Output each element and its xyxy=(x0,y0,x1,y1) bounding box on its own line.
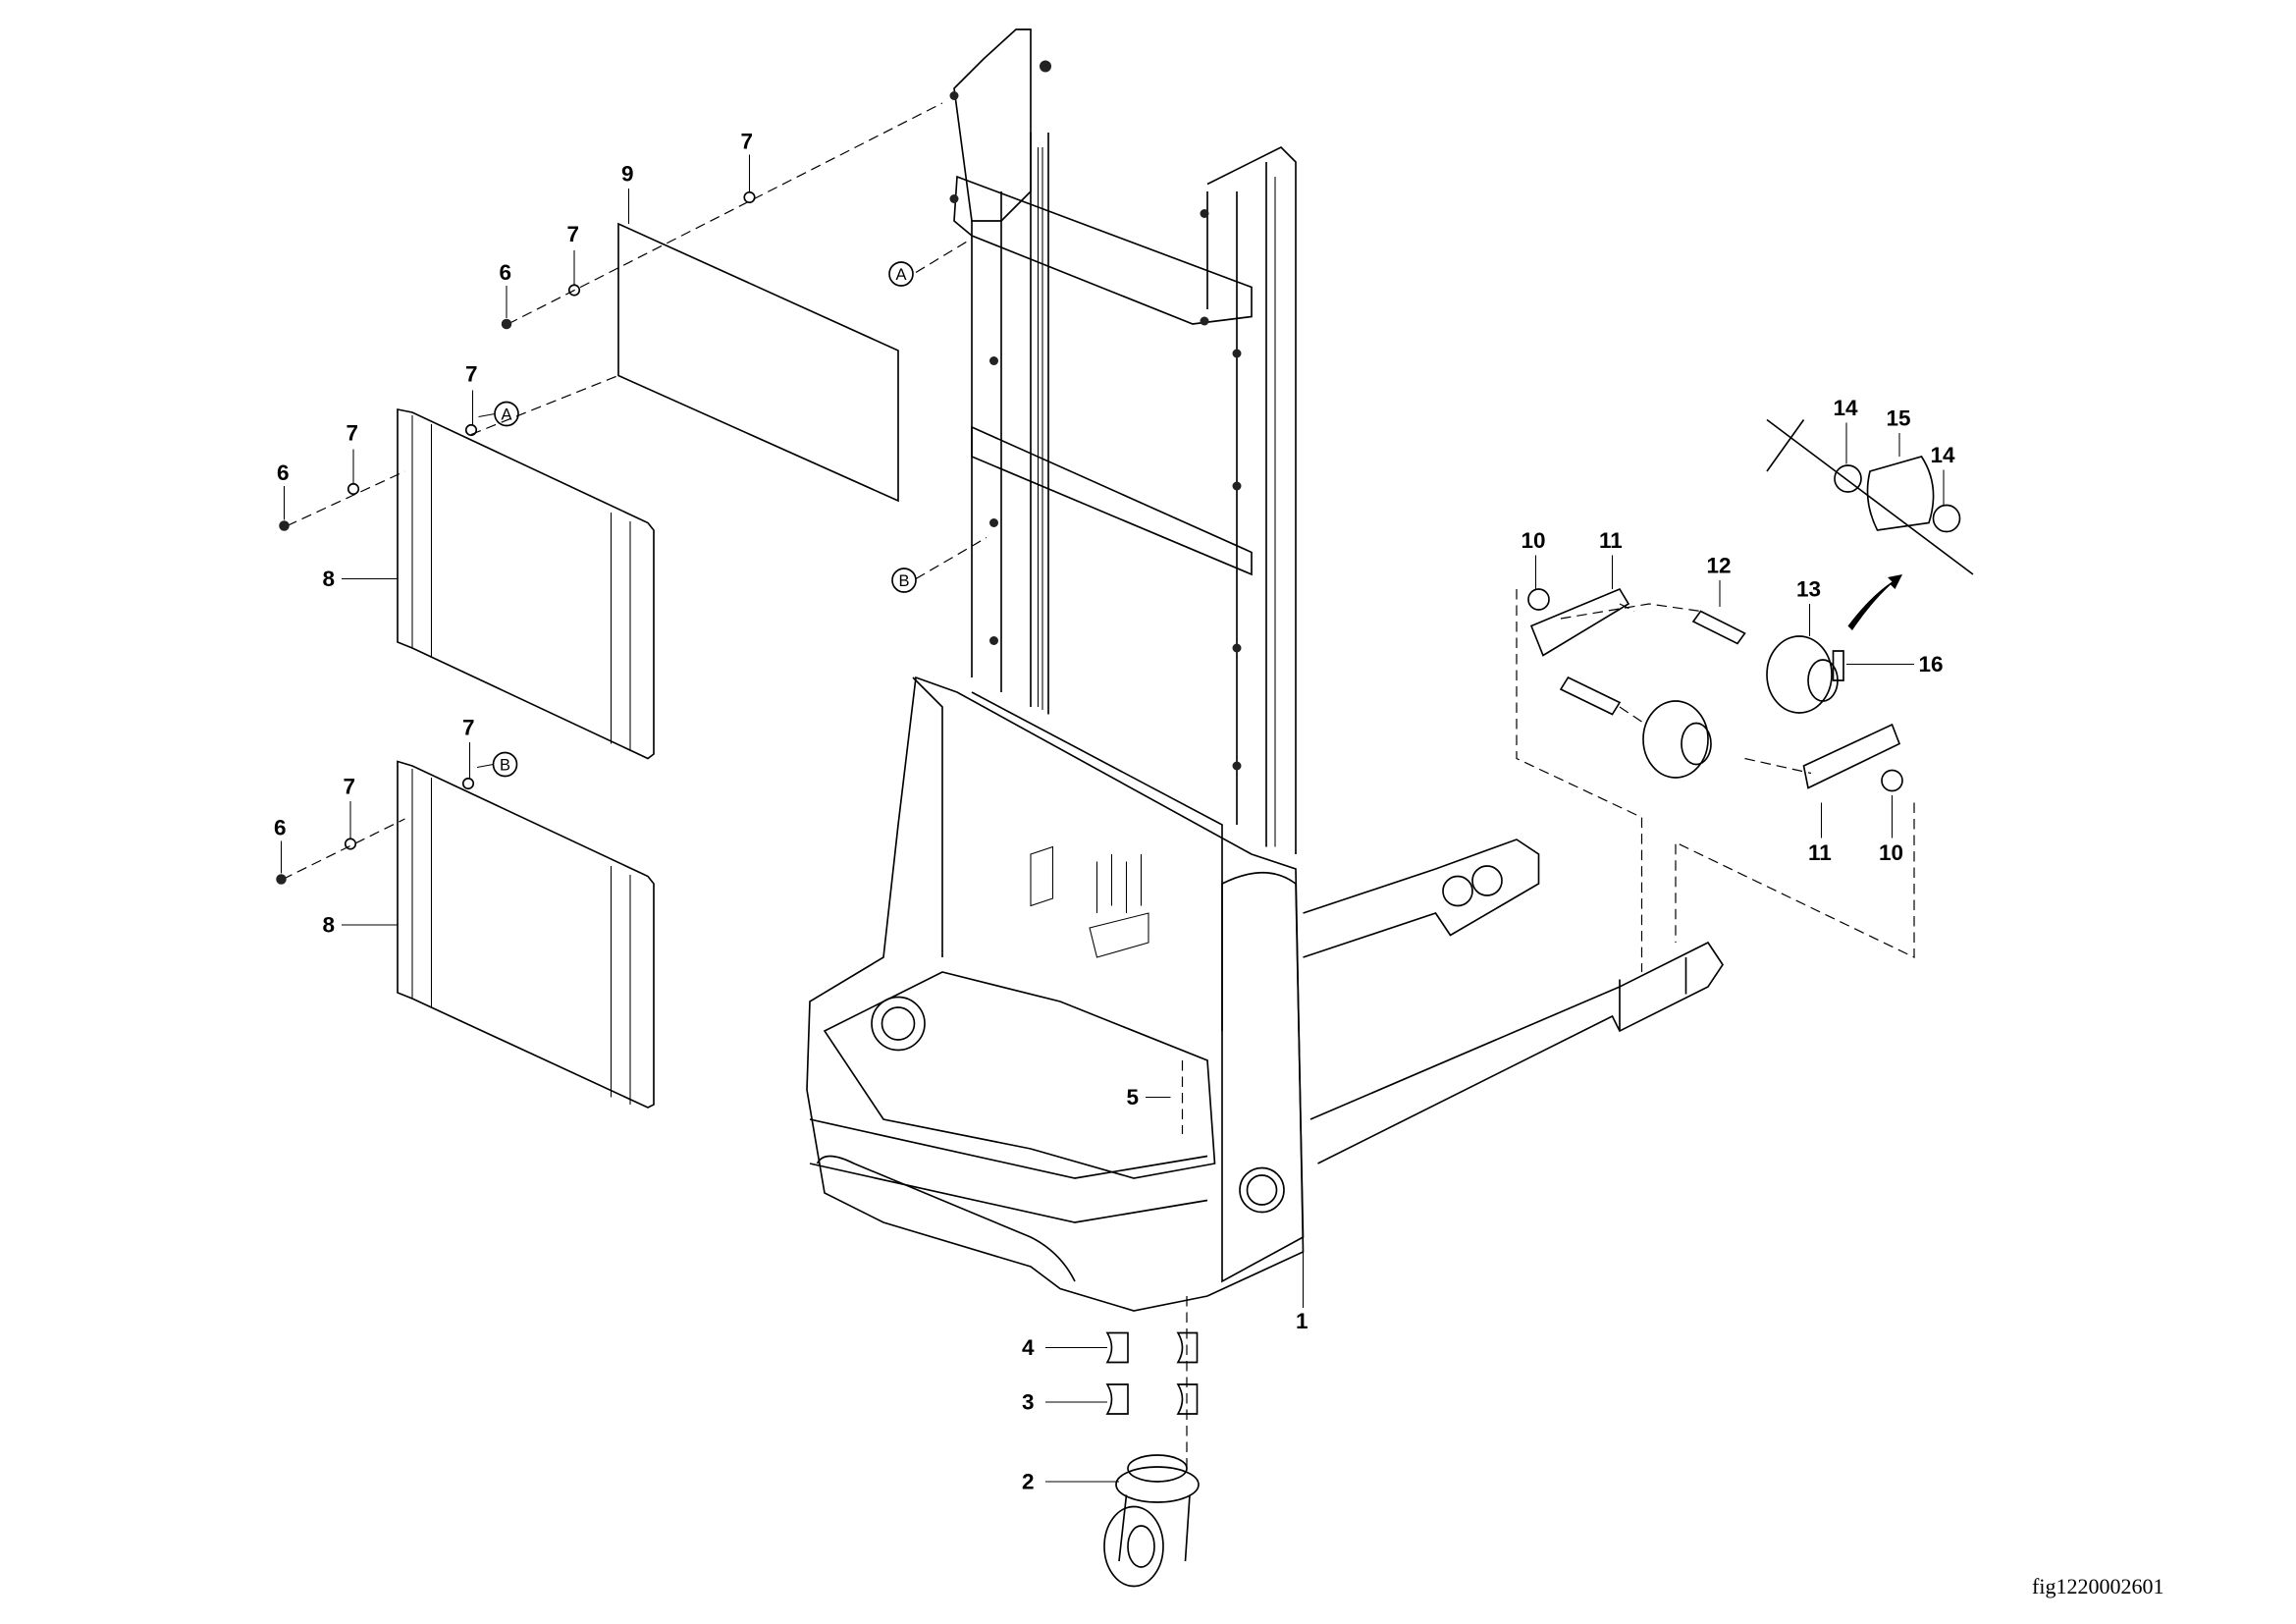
ref-b: B xyxy=(500,757,510,775)
cover-plate-9 xyxy=(617,222,899,503)
callout-8: 8 xyxy=(323,567,336,591)
callout-6: 6 xyxy=(277,460,290,485)
callout-3: 3 xyxy=(1022,1390,1035,1415)
callout-15: 15 xyxy=(1887,406,1911,431)
callout-12: 12 xyxy=(1707,554,1732,578)
callout-10: 10 xyxy=(1522,528,1546,553)
callout-9: 9 xyxy=(621,162,634,187)
load-wheel-assembly xyxy=(1527,418,1974,792)
callout-7: 7 xyxy=(741,130,754,154)
spacers xyxy=(1105,1331,1199,1415)
callout-1: 1 xyxy=(1296,1309,1308,1333)
callout-7: 7 xyxy=(347,421,359,446)
callout-6: 6 xyxy=(500,260,512,285)
callout-4: 4 xyxy=(1022,1335,1035,1360)
callout-7: 7 xyxy=(465,362,478,387)
ref-b: B xyxy=(898,572,909,590)
leader-lines xyxy=(280,154,1945,1483)
mast xyxy=(949,28,1297,854)
callout-7: 7 xyxy=(344,775,356,799)
callout-14: 14 xyxy=(1834,396,1859,420)
side-panel-8-lower xyxy=(397,760,655,1109)
callout-2: 2 xyxy=(1022,1470,1035,1494)
callout-6: 6 xyxy=(274,816,287,840)
callout-16: 16 xyxy=(1919,652,1944,677)
assembly-lines xyxy=(282,102,1915,1473)
caster-wheel xyxy=(1103,1454,1200,1588)
callout-7: 7 xyxy=(567,222,580,246)
callout-5: 5 xyxy=(1127,1085,1140,1110)
callout-11: 11 xyxy=(1599,528,1623,553)
callout-labels: 1 2 3 4 5 6 6 6 7 7 7 7 7 7 8 8 9 10 10 … xyxy=(274,130,1955,1494)
washers xyxy=(344,190,756,850)
ref-a: A xyxy=(895,266,906,284)
chassis-body xyxy=(806,676,1305,1312)
callout-13: 13 xyxy=(1796,577,1821,602)
callout-8: 8 xyxy=(323,913,336,938)
ref-a: A xyxy=(501,406,511,424)
callout-7: 7 xyxy=(462,716,475,740)
side-panel-8-upper xyxy=(397,407,655,760)
callout-14: 14 xyxy=(1931,443,1956,467)
reference-markers: A A B B xyxy=(476,261,917,778)
callout-11: 11 xyxy=(1808,840,1832,865)
forks xyxy=(1303,839,1724,1164)
callout-10: 10 xyxy=(1879,840,1903,865)
fasteners xyxy=(276,318,512,885)
figure-id: fig1220002601 xyxy=(2032,1574,2163,1598)
